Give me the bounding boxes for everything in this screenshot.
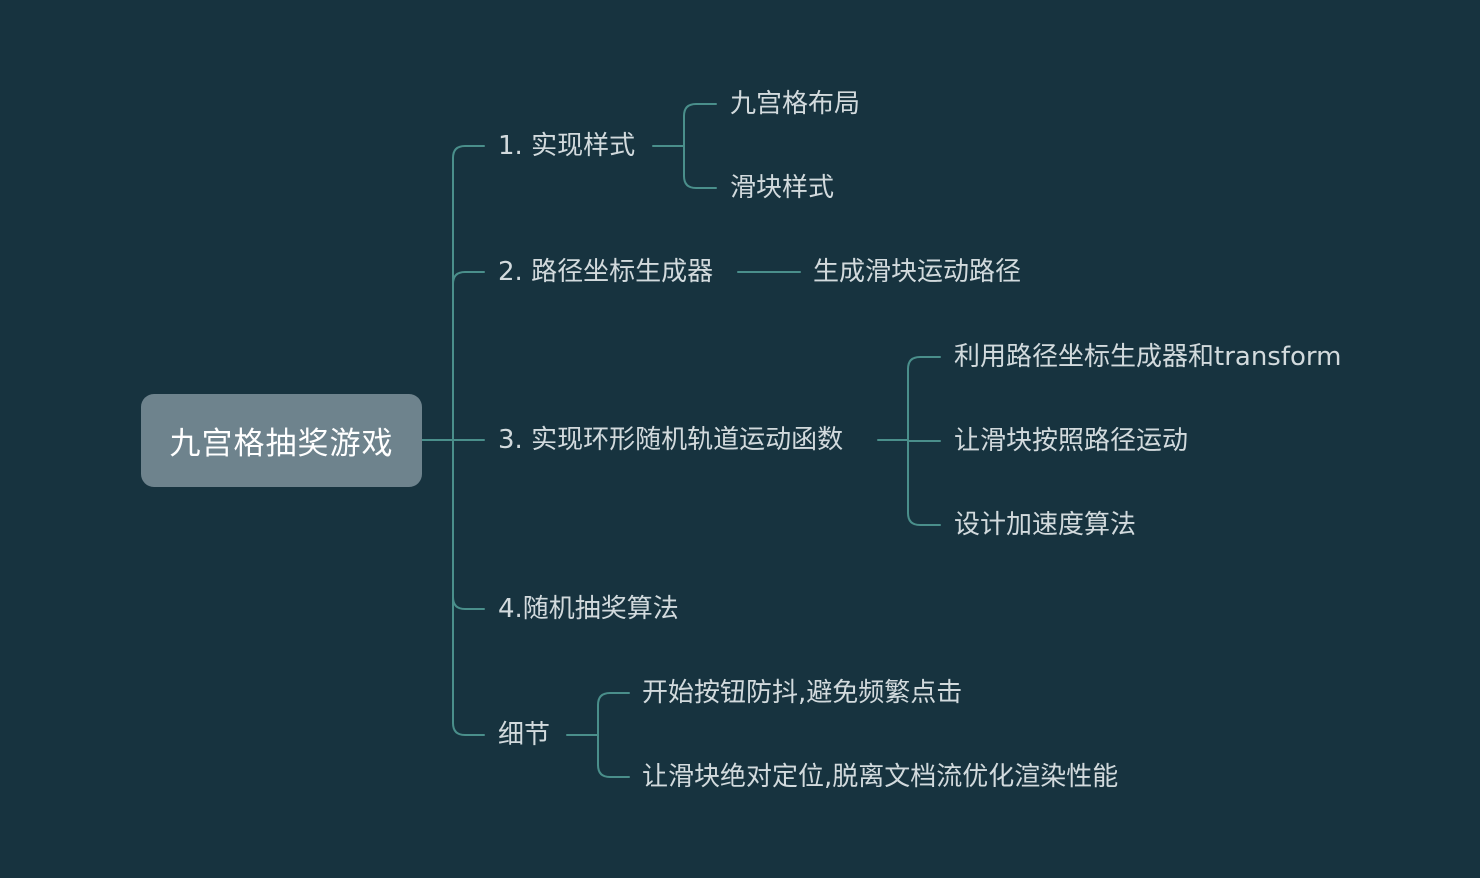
leaf-node-grid-layout[interactable]: 九宫格布局: [730, 89, 861, 119]
branch-node-2[interactable]: 2. 路径坐标生成器: [498, 257, 714, 287]
leaf-node-transform[interactable]: 利用路径坐标生成器和transform: [954, 342, 1342, 372]
branch-node-4[interactable]: 4.随机抽奖算法: [498, 594, 679, 624]
edge-to-absolute-position: [597, 764, 630, 778]
edge-to-branch-4: [452, 596, 485, 610]
leaf-node-slider-style[interactable]: 滑块样式: [730, 173, 835, 203]
branch-node-details[interactable]: 细节: [498, 720, 551, 750]
edge-to-transform: [907, 356, 941, 370]
root-node-label: 九宫格抽奖游戏: [169, 426, 394, 462]
root-node[interactable]: 九宫格抽奖游戏: [141, 394, 422, 487]
edge-to-slider-style: [683, 175, 717, 189]
leaf-node-move-along-path[interactable]: 让滑块按照路径运动: [954, 426, 1189, 456]
leaf-node-generate-path[interactable]: 生成滑块运动路径: [813, 257, 1022, 287]
edge-to-branch-details: [452, 722, 485, 736]
edge-to-grid-layout: [683, 103, 717, 117]
edge-to-debounce: [597, 692, 630, 706]
leaf-node-absolute-position[interactable]: 让滑块绝对定位,脱离文档流优化渲染性能: [642, 762, 1119, 792]
edge-to-branch-2: [452, 271, 485, 285]
branch-node-1[interactable]: 1. 实现样式: [498, 131, 636, 161]
leaf-node-acceleration[interactable]: 设计加速度算法: [954, 510, 1137, 540]
edge-to-branch-1: [452, 145, 485, 159]
edge-to-acceleration: [907, 512, 941, 526]
branch-node-3[interactable]: 3. 实现环形随机轨道运动函数: [498, 425, 844, 455]
leaf-node-debounce[interactable]: 开始按钮防抖,避免频繁点击: [642, 678, 963, 708]
